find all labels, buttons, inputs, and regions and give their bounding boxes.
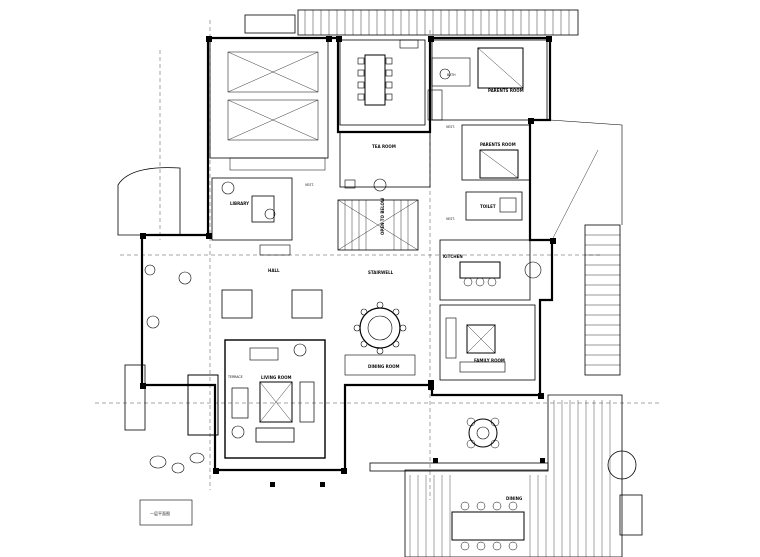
label-bath: BATH [447,73,456,77]
tea-room [339,131,431,188]
library-room [211,177,293,241]
label-parents-room-top: PARENTS ROOM [488,88,524,93]
parents-room-lower [461,124,531,181]
label-toilet: TOILET [480,204,496,209]
outdoor-dining-table [451,511,525,541]
label-open-to-below: OPEN TO BELOW [380,197,385,235]
plan-linework [95,9,660,557]
family-room [439,304,536,381]
dining-top-room [339,39,426,126]
label-dining-room: DINING ROOM [368,364,400,369]
label-parents-room: PARENTS ROOM [480,142,516,147]
lower-deck-hatch [409,400,611,557]
label-tea-room: TEA ROOM [372,144,396,149]
label-vest-3: VEST. [305,183,314,187]
columns [140,36,556,487]
hall-cabinet-left [221,289,253,319]
upper-deck-hatch [304,10,570,35]
lower-deck [404,394,623,557]
room-labels: PARENTS ROOM PARENTS ROOM TEA ROOM LIBRA… [227,73,524,501]
label-vest-1: VEST. [446,125,455,129]
label-living-room: LIVING ROOM [261,375,292,380]
label-kitchen: KITCHEN [443,254,463,259]
title-block-caption: 一层平面图 [150,510,170,516]
exterior-stair [584,224,621,376]
curved-terrace [117,167,181,236]
living-room [224,339,326,459]
upper-deck [297,9,579,36]
label-terrace: TERRACE [227,375,243,379]
grid-lines [95,20,660,500]
parents-room-upper [431,39,548,121]
label-family-room: FAMILY ROOM [474,358,505,363]
label-library: LIBRARY [230,201,249,206]
hall-cabinet-right [291,289,323,319]
label-dining: DINING [506,496,522,501]
outer-walls [140,36,554,472]
title-block [139,499,193,526]
label-hall: HALL [268,268,280,273]
toilet-room [465,191,523,221]
stair-treads [344,200,409,250]
label-vest-2: VEST. [446,217,455,221]
label-stairwell: STAIRWELL [368,270,394,275]
kitchen-room [439,239,531,301]
open-to-below [337,199,419,251]
top-small-box [244,14,296,34]
